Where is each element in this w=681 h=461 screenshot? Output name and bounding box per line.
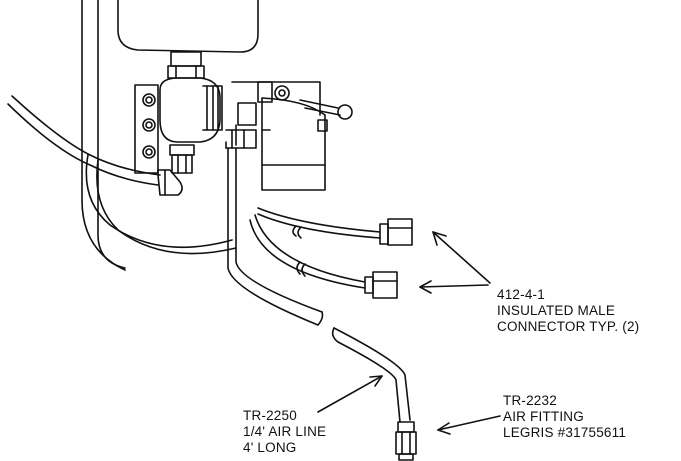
air-line-description-line1: 1/4' AIR LINE <box>243 424 327 439</box>
air-fitting-callout: TR-2232 AIR FITTING LEGRIS #31755611 <box>503 393 626 441</box>
valve-body <box>159 77 223 174</box>
connector-part-number: 412-4-1 <box>497 287 545 302</box>
connector-description-line2: CONNECTOR TYP. (2) <box>497 319 640 334</box>
male-connector-lower <box>364 271 398 299</box>
air-line-part-number: TR-2250 <box>243 408 297 423</box>
air-fitting-description-line2: LEGRIS #31755611 <box>503 425 627 440</box>
solenoid-block <box>257 81 353 191</box>
elbow-fittings <box>157 102 257 196</box>
tr-2250-air-line <box>227 147 411 423</box>
mounting-panel <box>81 0 126 271</box>
leader-arrows <box>317 231 501 435</box>
top-housing <box>117 0 259 53</box>
top-stem-fitting <box>167 51 205 79</box>
connector-wire-upper <box>257 207 381 239</box>
air-fitting-description-line1: AIR FITTING <box>503 409 584 424</box>
air-line-callout: TR-2250 1/4' AIR LINE 4' LONG <box>243 408 326 456</box>
air-fitting-part-number: TR-2232 <box>503 393 557 408</box>
male-connector-upper <box>379 218 413 246</box>
air-hose <box>7 95 237 255</box>
air-line-description-line2: 4' LONG <box>243 440 297 455</box>
connector-wire-lower <box>249 214 366 289</box>
connector-description-line1: INSULATED MALE <box>497 303 616 318</box>
tr-2232-air-fitting <box>395 421 417 461</box>
connector-callout: 412-4-1 INSULATED MALE CONNECTOR TYP. (2… <box>497 287 639 335</box>
